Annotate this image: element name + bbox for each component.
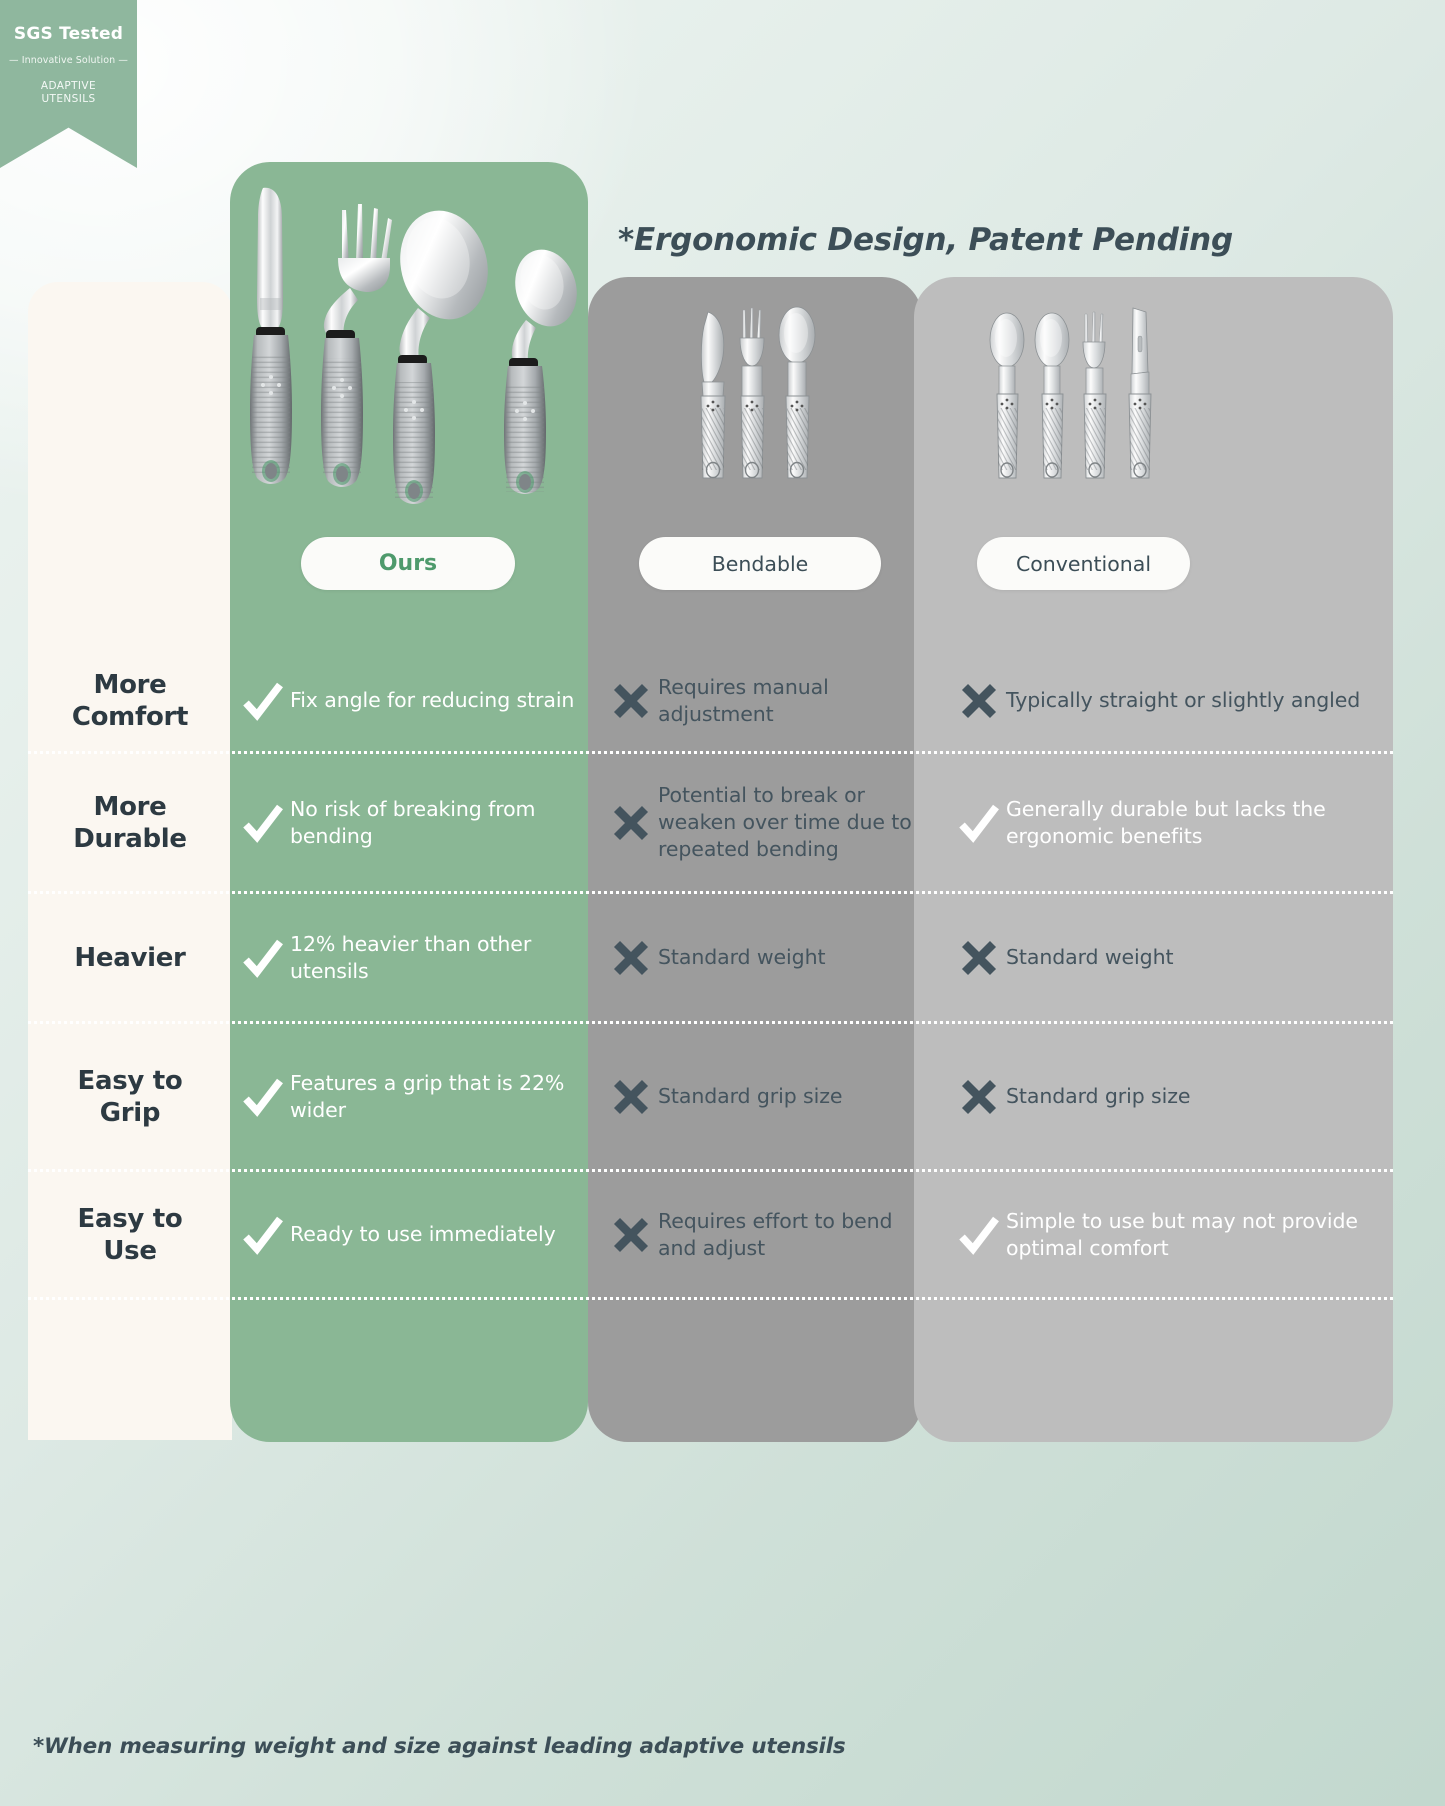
cell-text: Simple to use but may not provide optima… [1006, 1208, 1358, 1260]
cross-mark-icon [608, 935, 654, 981]
cell-text: Standard weight [1006, 945, 1174, 969]
cell-conventional: Typically straight or slightly angled [916, 650, 1393, 751]
column-header-bendable-label: Bendable [711, 551, 809, 576]
cell-text: Features a grip that is 22% wider [290, 1070, 565, 1122]
cell-bendable: Standard weight [590, 894, 916, 1021]
sgs-tested-badge: SGS Tested — Innovative Solution — ADAPT… [0, 0, 137, 168]
cell-text: Requires effort to bend and adjust [658, 1208, 893, 1260]
column-header-ours[interactable]: Ours [301, 537, 515, 590]
cell-text: Standard weight [658, 945, 826, 969]
column-header-conventional-label: Conventional [1015, 551, 1152, 576]
column-conventional [914, 277, 1393, 1442]
cross-mark-icon [608, 1212, 654, 1258]
table-row: Heavier 12% heavier than other utensils St… [28, 894, 1393, 1024]
cell-conventional: Standard weight [916, 894, 1393, 1021]
cell-ours: Ready to use immediately [232, 1172, 590, 1297]
cell-bendable: Requires effort to bend and adjust [590, 1172, 916, 1297]
bendable-utensils-image [690, 300, 840, 495]
cell-ours: Features a grip that is 22% wider [232, 1024, 590, 1169]
cell-text: 12% heavier than other utensils [290, 931, 532, 983]
cell-conventional: Standard grip size [916, 1024, 1393, 1169]
cell-conventional: Generally durable but lacks the ergonomi… [916, 754, 1393, 891]
cell-ours: 12% heavier than other utensils [232, 894, 590, 1021]
cross-mark-icon [956, 935, 1002, 981]
check-mark-icon [956, 800, 1002, 846]
column-header-conventional[interactable]: Conventional [977, 537, 1190, 590]
cell-conventional: Simple to use but may not provide optima… [916, 1172, 1393, 1297]
check-mark-icon [240, 800, 286, 846]
cell-text: Standard grip size [658, 1084, 843, 1108]
cell-ours: No risk of breaking from bending [232, 754, 590, 891]
cell-text: Requires manual adjustment [658, 674, 829, 726]
badge-category: ADAPTIVE UTENSILS [0, 80, 137, 106]
cross-mark-icon [956, 678, 1002, 724]
cell-text: Potential to break or weaken over time d… [658, 783, 912, 861]
cross-mark-icon [608, 1074, 654, 1120]
cell-ours: Fix angle for reducing strain [232, 650, 590, 751]
row-label-column [28, 282, 232, 1440]
check-mark-icon [956, 1212, 1002, 1258]
row-label-text: Heavier [74, 942, 186, 973]
cell-text: Typically straight or slightly angled [1006, 688, 1361, 712]
cross-mark-icon [608, 678, 654, 724]
badge-category-line2: UTENSILS [41, 93, 96, 105]
cross-mark-icon [956, 1074, 1002, 1120]
cell-text: No risk of breaking from bending [290, 796, 536, 848]
cell-text: Fix angle for reducing strain [290, 688, 575, 712]
page-title: *Ergonomic Design, Patent Pending [618, 222, 1233, 258]
cell-text: Ready to use immediately [290, 1222, 556, 1246]
check-mark-icon [240, 1212, 286, 1258]
column-header-ours-label: Ours [378, 551, 438, 576]
badge-category-line1: ADAPTIVE [40, 80, 97, 92]
cell-bendable: Requires manual adjustment [590, 650, 916, 751]
footnote: *When measuring weight and size against … [33, 1734, 846, 1759]
ours-utensils-image [230, 170, 588, 520]
check-mark-icon [240, 1074, 286, 1120]
cell-text: Standard grip size [1006, 1084, 1191, 1108]
column-header-bendable[interactable]: Bendable [639, 537, 881, 590]
cell-bendable: Standard grip size [590, 1024, 916, 1169]
cell-bendable: Potential to break or weaken over time d… [590, 754, 916, 891]
row-label: Heavier [28, 894, 232, 1021]
badge-subtitle: — Innovative Solution — [9, 55, 128, 66]
cell-text: Generally durable but lacks the ergonomi… [1006, 796, 1326, 848]
badge-title: SGS Tested [13, 24, 124, 44]
cross-mark-icon [608, 800, 654, 846]
conventional-utensils-image [985, 300, 1175, 495]
check-mark-icon [240, 678, 286, 724]
check-mark-icon [240, 935, 286, 981]
